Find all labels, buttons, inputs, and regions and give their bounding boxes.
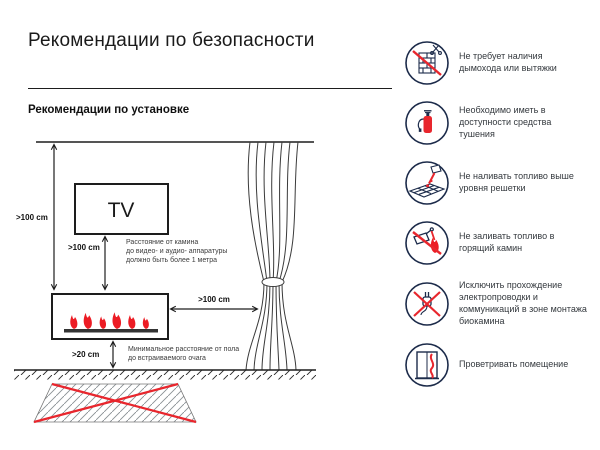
curtain [245,141,299,371]
forbidden-rug [33,382,197,424]
dim-curtain-label: >100 cm [198,295,230,304]
tv-label: TV [108,199,135,222]
dim-ceiling-arrow: >100 cm [16,143,58,291]
dim-tv-label: >100 cm [68,243,100,252]
no-wiring-icon [405,281,449,326]
extinguisher-icon [405,101,449,145]
burner-base [64,329,158,333]
installation-diagram: TV >100 cm >100 cm Расстояние от камин [14,141,316,424]
safety-item-extinguisher: Необходимо иметь в доступности средства … [404,100,596,146]
dim-floor-arrow: >20 cm Минимальное расстояние от пола до… [72,340,239,369]
safety-item-no-refuel-burning: Не заливать топливо в горящий камин [404,220,596,266]
safety-item-text: Не заливать топливо в горящий камин [459,231,555,253]
safety-item-no-overfill: Не наливать топливо выше уровня решетки [404,160,596,206]
dim-tv-arrow: >100 cm Расстояние от камина до видео- и… [68,235,227,291]
fireplace [51,293,169,340]
no-overfill-icon [405,161,449,205]
safety-item-text: Необходимо иметь в доступности средства … [459,105,552,139]
title-divider [28,88,392,89]
dim-curtain-arrow: >100 cm [169,295,259,313]
floor-line [14,369,316,380]
flames [70,312,149,329]
rug-cross-line [33,382,179,424]
safety-item-no-chimney: Не требует наличия дымохода или вытяжки [404,40,596,86]
floor-note-line1: Минимальное расстояние от пола [128,346,239,353]
curtain-tie [261,277,285,287]
no-refuel-burning-icon [405,221,449,265]
safety-item-text: Проветривать помещение [459,358,569,369]
safety-item-no-wiring: Исключить прохождение электропроводки и … [404,280,596,328]
tv-note-line1: Расстояние от камина [126,239,198,246]
safety-item-text: Не наливать топливо выше уровня решетки [459,171,574,193]
ventilate-icon [405,342,449,387]
tv: TV [74,183,169,235]
no-chimney-icon [405,41,449,85]
dim-floor-label: >20 cm [72,350,99,359]
safety-item-ventilate: Проветривать помещение [404,342,596,388]
tv-note-line2: до видео- и аудио- аппаратуры [126,248,227,255]
safety-item-text: Не требует наличия дымохода или вытяжки [459,51,557,73]
page-title: Рекомендации по безопасности [28,30,315,51]
floor-note-line2: до встраиваемого очага [128,355,206,362]
safety-item-text: Исключить прохождение электропроводки и … [459,280,587,326]
dim-ceiling-label: >100 cm [16,213,48,222]
section-title: Рекомендации по установке [28,104,190,116]
tv-note-line3: должно быть более 1 метра [126,256,217,264]
safety-list: Не требует наличия дымохода или вытяжки … [404,40,596,388]
rug-cross-line [51,382,197,424]
